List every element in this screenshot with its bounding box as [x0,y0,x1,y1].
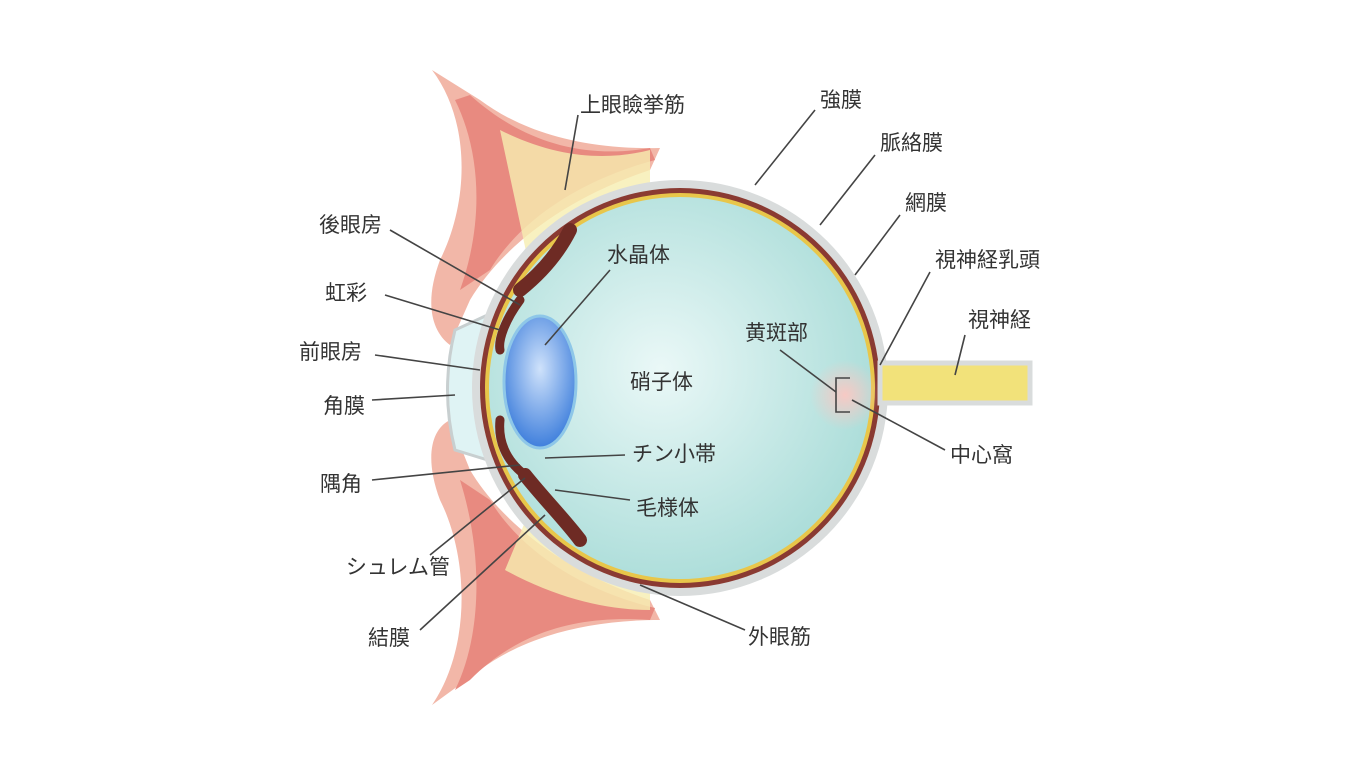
label-angle: 隅角 [320,472,362,496]
label-optic-nerve: 視神経 [968,308,1031,332]
fovea-bracket [835,377,850,413]
label-retina: 網膜 [905,191,947,215]
vitreous-body [489,197,871,579]
label-macula: 黄斑部 [745,321,808,345]
macula [810,360,880,430]
label-ciliary-body: 毛様体 [636,496,699,520]
label-optic-disc: 視神経乳頭 [935,248,1040,272]
labels: 上眼瞼挙筋 強膜 脈絡膜 網膜 視神経乳頭 視神経 後眼房 虹彩 前眼房 角膜 … [299,88,1040,650]
crystalline-lens [502,314,578,450]
label-cornea: 角膜 [323,394,365,418]
label-sclera: 強膜 [820,88,862,112]
label-levator: 上眼瞼挙筋 [580,93,685,117]
label-conjunctiva: 結膜 [368,626,410,650]
label-anterior-chamber: 前眼房 [299,340,362,364]
label-posterior-chamber: 後眼房 [319,213,382,237]
label-choroid: 脈絡膜 [880,131,943,155]
leader-lines [371,109,966,631]
upper-eyelid [431,70,660,345]
optic-nerve [877,360,1033,406]
ciliary-body-shape [513,223,587,547]
label-extraocular-muscle: 外眼筋 [748,625,811,649]
label-lens: 水晶体 [607,243,670,267]
label-iris: 虹彩 [325,281,367,305]
label-vitreous: 硝子体 [630,370,693,394]
label-zonule: チン小帯 [632,442,716,466]
label-fovea: 中心窩 [950,443,1013,467]
label-schlemm-canal: シュレム管 [346,555,450,579]
eyeball [446,180,1033,596]
